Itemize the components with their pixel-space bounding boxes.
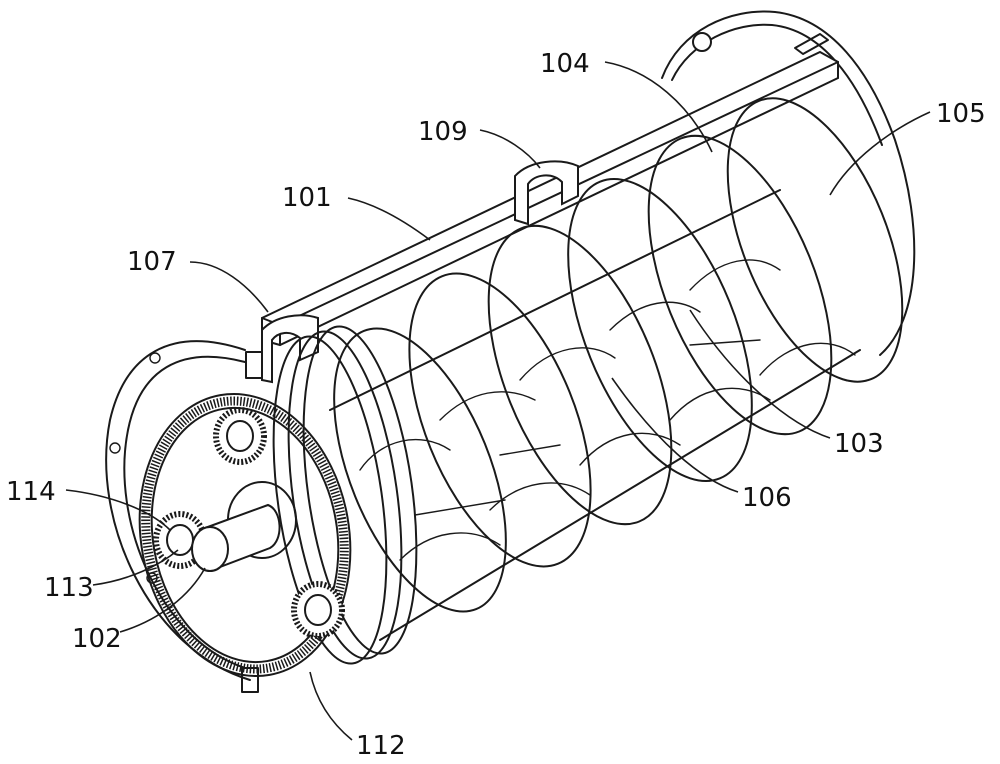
front-rings [272, 325, 418, 665]
label-112: 112 [356, 731, 406, 761]
top-housing-bar [261, 50, 839, 384]
flange-hole [109, 442, 121, 454]
label-107: 107 [127, 247, 177, 277]
ring-gear [138, 392, 352, 678]
cylinder-body [329, 97, 904, 641]
label-113: 113 [44, 573, 94, 603]
reference-labels: 101 102 103 104 105 106 107 109 112 113 … [6, 49, 986, 761]
label-102: 102 [72, 624, 122, 654]
label-114: 114 [6, 477, 56, 507]
notch-107 [261, 314, 319, 384]
flange-hole [149, 352, 161, 364]
planet-gear-bottom [291, 581, 345, 639]
label-104: 104 [540, 49, 590, 79]
notch-109 [514, 160, 579, 226]
label-106: 106 [742, 483, 792, 513]
label-101: 101 [282, 183, 332, 213]
rear-flange-bolt [692, 32, 712, 52]
label-109: 109 [418, 117, 468, 147]
label-105: 105 [936, 99, 986, 129]
rear-flange [661, 10, 916, 356]
pin-113 [166, 524, 194, 556]
label-103: 103 [834, 429, 884, 459]
central-shaft [191, 481, 297, 572]
planet-gear-top [213, 407, 267, 465]
leader-lines [65, 61, 931, 741]
